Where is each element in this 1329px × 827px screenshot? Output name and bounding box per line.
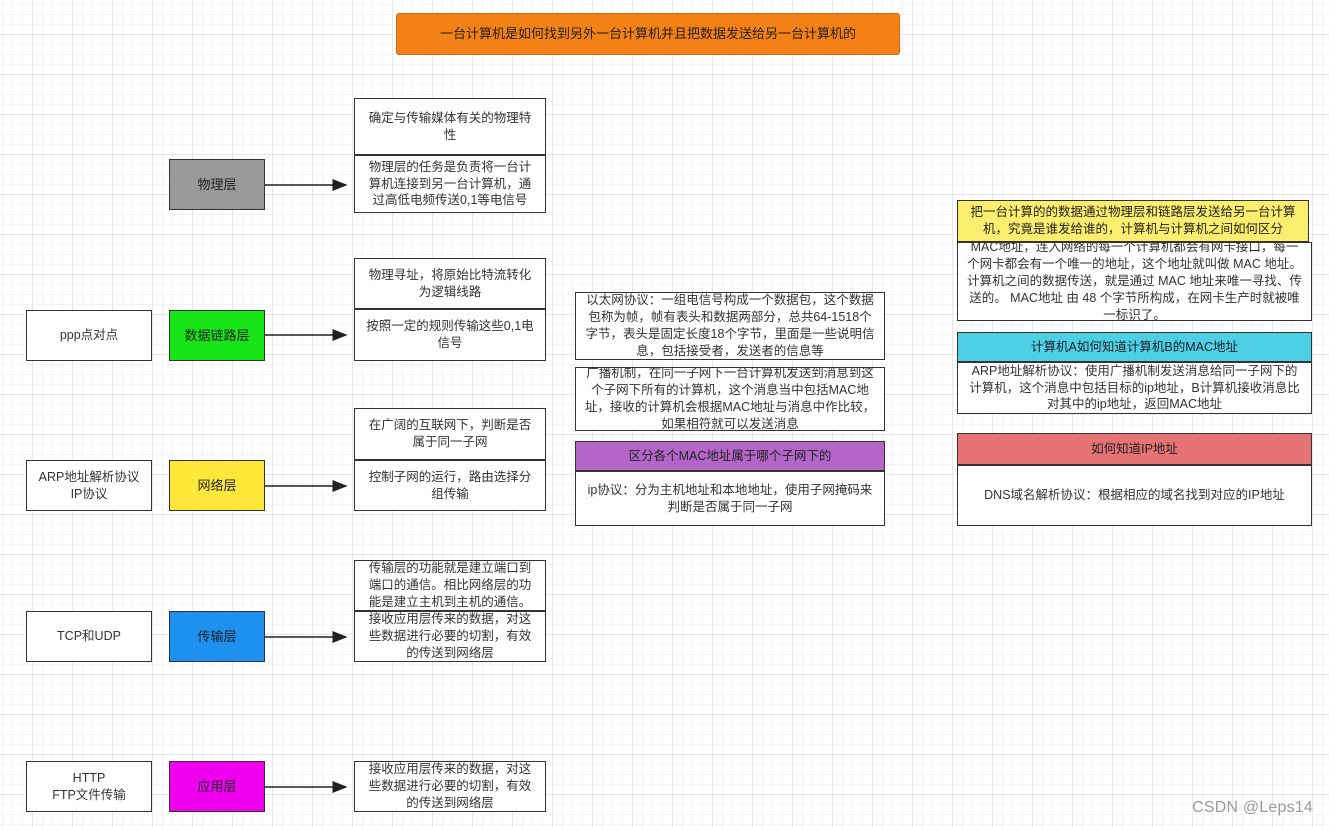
network-detail-2: 控制子网的运行，路由选择分组传输 — [354, 460, 546, 511]
watermark: CSDN @Leps14 — [1192, 799, 1313, 816]
datalink-detail-1: 物理寻址，将原始比特流转化为逻辑线路 — [354, 258, 546, 309]
arp-header: 计算机A如何知道计算机B的MAC地址 — [957, 332, 1312, 362]
layer-datalink: 数据链路层 — [169, 310, 265, 361]
layer-transport: 传输层 — [169, 611, 265, 662]
protocol-network: ARP地址解析协议 IP协议 — [26, 460, 152, 511]
datalink-detail-2: 按照一定的规则传输这些0,1电信号 — [354, 309, 546, 361]
ip-protocol: ip协议：分为主机地址和本地地址，使用子网掩码来判断是否属于同一子网 — [575, 471, 885, 526]
physical-detail-1: 确定与传输媒体有关的物理特性 — [354, 98, 546, 155]
layer-application: 应用层 — [169, 761, 265, 812]
diagram-title: 一台计算机是如何找到另外一台计算机并且把数据发送给另一台计算机的 — [396, 13, 900, 55]
transport-detail-2: 接收应用层传来的数据，对这些数据进行必要的切割，有效的传送到网络层 — [354, 611, 546, 662]
question-header: 把一台计算的的数据通过物理层和链路层发送给另一台计算机，究竟是谁发给谁的，计算机… — [957, 200, 1309, 242]
dns-header: 如何知道IP地址 — [957, 433, 1312, 465]
protocol-application: HTTP FTP文件传输 — [26, 761, 152, 812]
ethernet-protocol: 以太网协议：一组电信号构成一个数据包，这个数据包称为帧，帧有表头和数据两部分，总… — [575, 292, 885, 360]
physical-detail-2: 物理层的任务是负责将一台计算机连接到另一台计算机，通过高低电频传送0,1等电信号 — [354, 155, 546, 213]
subnet-header: 区分各个MAC地址属于哪个子网下的 — [575, 441, 885, 471]
layer-network: 网络层 — [169, 460, 265, 511]
application-detail-1: 接收应用层传来的数据，对这些数据进行必要的切割，有效的传送到网络层 — [354, 761, 546, 812]
protocol-transport: TCP和UDP — [26, 611, 152, 662]
transport-detail-1: 传输层的功能就是建立端口到端口的通信。相比网络层的功能是建立主机到主机的通信。 — [354, 560, 546, 611]
protocol-datalink: ppp点对点 — [26, 310, 152, 361]
arp-protocol: ARP地址解析协议：使用广播机制发送消息给同一子网下的计算机，这个消息中包括目标… — [957, 362, 1312, 414]
network-detail-1: 在广阔的互联网下，判断是否属于同一子网 — [354, 408, 546, 460]
broadcast-mechanism: 广播机制，在同一子网下一台计算机发送到消息到这个子网下所有的计算机，这个消息当中… — [575, 367, 885, 431]
mac-address: MAC地址，连入网络的每一个计算机都会有网卡接口，每一个网卡都会有一个唯一的地址… — [957, 242, 1312, 321]
layer-physical: 物理层 — [169, 159, 265, 210]
dns-protocol: DNS域名解析协议：根据相应的域名找到对应的IP地址 — [957, 465, 1312, 526]
